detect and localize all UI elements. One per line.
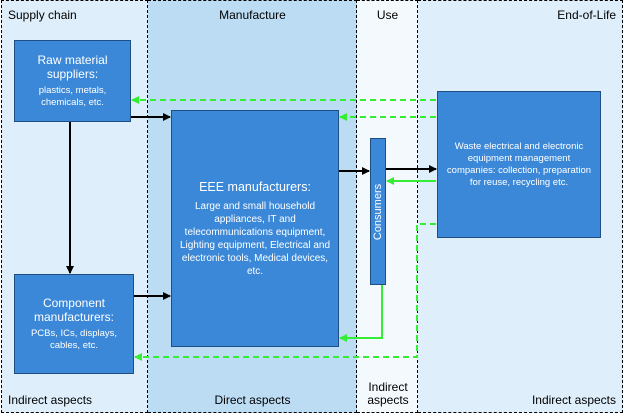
supply-chain-title: Supply chain — [8, 8, 77, 22]
component-manufacturers-title: Component manufacturers: — [33, 296, 115, 324]
manufacture-title: Manufacture — [219, 8, 286, 22]
use-column: Use Indirect aspects — [357, 0, 418, 413]
eee-manufacturers-title: EEE manufacturers: — [199, 179, 311, 194]
consumers-box: Consumers — [370, 138, 386, 285]
end-of-life-title: End-of-Life — [557, 8, 616, 22]
raw-material-suppliers-box: Raw material suppliers: plastics, metals… — [14, 40, 131, 122]
weee-management-text: Waste electrical and electronic equipmen… — [446, 140, 592, 188]
weee-management-box: Waste electrical and electronic equipmen… — [437, 91, 601, 238]
component-manufacturers-detail: PCBs, ICs, displays, cables, etc. — [30, 328, 118, 351]
raw-material-suppliers-title: Raw material suppliers: — [37, 53, 108, 81]
arrow-weee-to-component — [134, 223, 436, 361]
component-manufacturers-box: Component manufacturers: PCBs, ICs, disp… — [14, 274, 134, 374]
eee-manufacturers-detail: Large and small household appliances, IT… — [179, 200, 331, 277]
raw-material-suppliers-detail: plastics, metals, chemicals, etc. — [38, 85, 107, 108]
eee-manufacturers-box: EEE manufacturers: Large and small house… — [171, 110, 339, 347]
use-title: Use — [376, 8, 399, 22]
manufacture-footer: Direct aspects — [214, 393, 291, 407]
supply-chain-footer: Indirect aspects — [8, 393, 93, 407]
arrow-consumers-to-eee — [339, 285, 383, 342]
end-of-life-footer: Indirect aspects — [531, 393, 616, 407]
use-footer: Indirect aspects — [367, 380, 409, 407]
